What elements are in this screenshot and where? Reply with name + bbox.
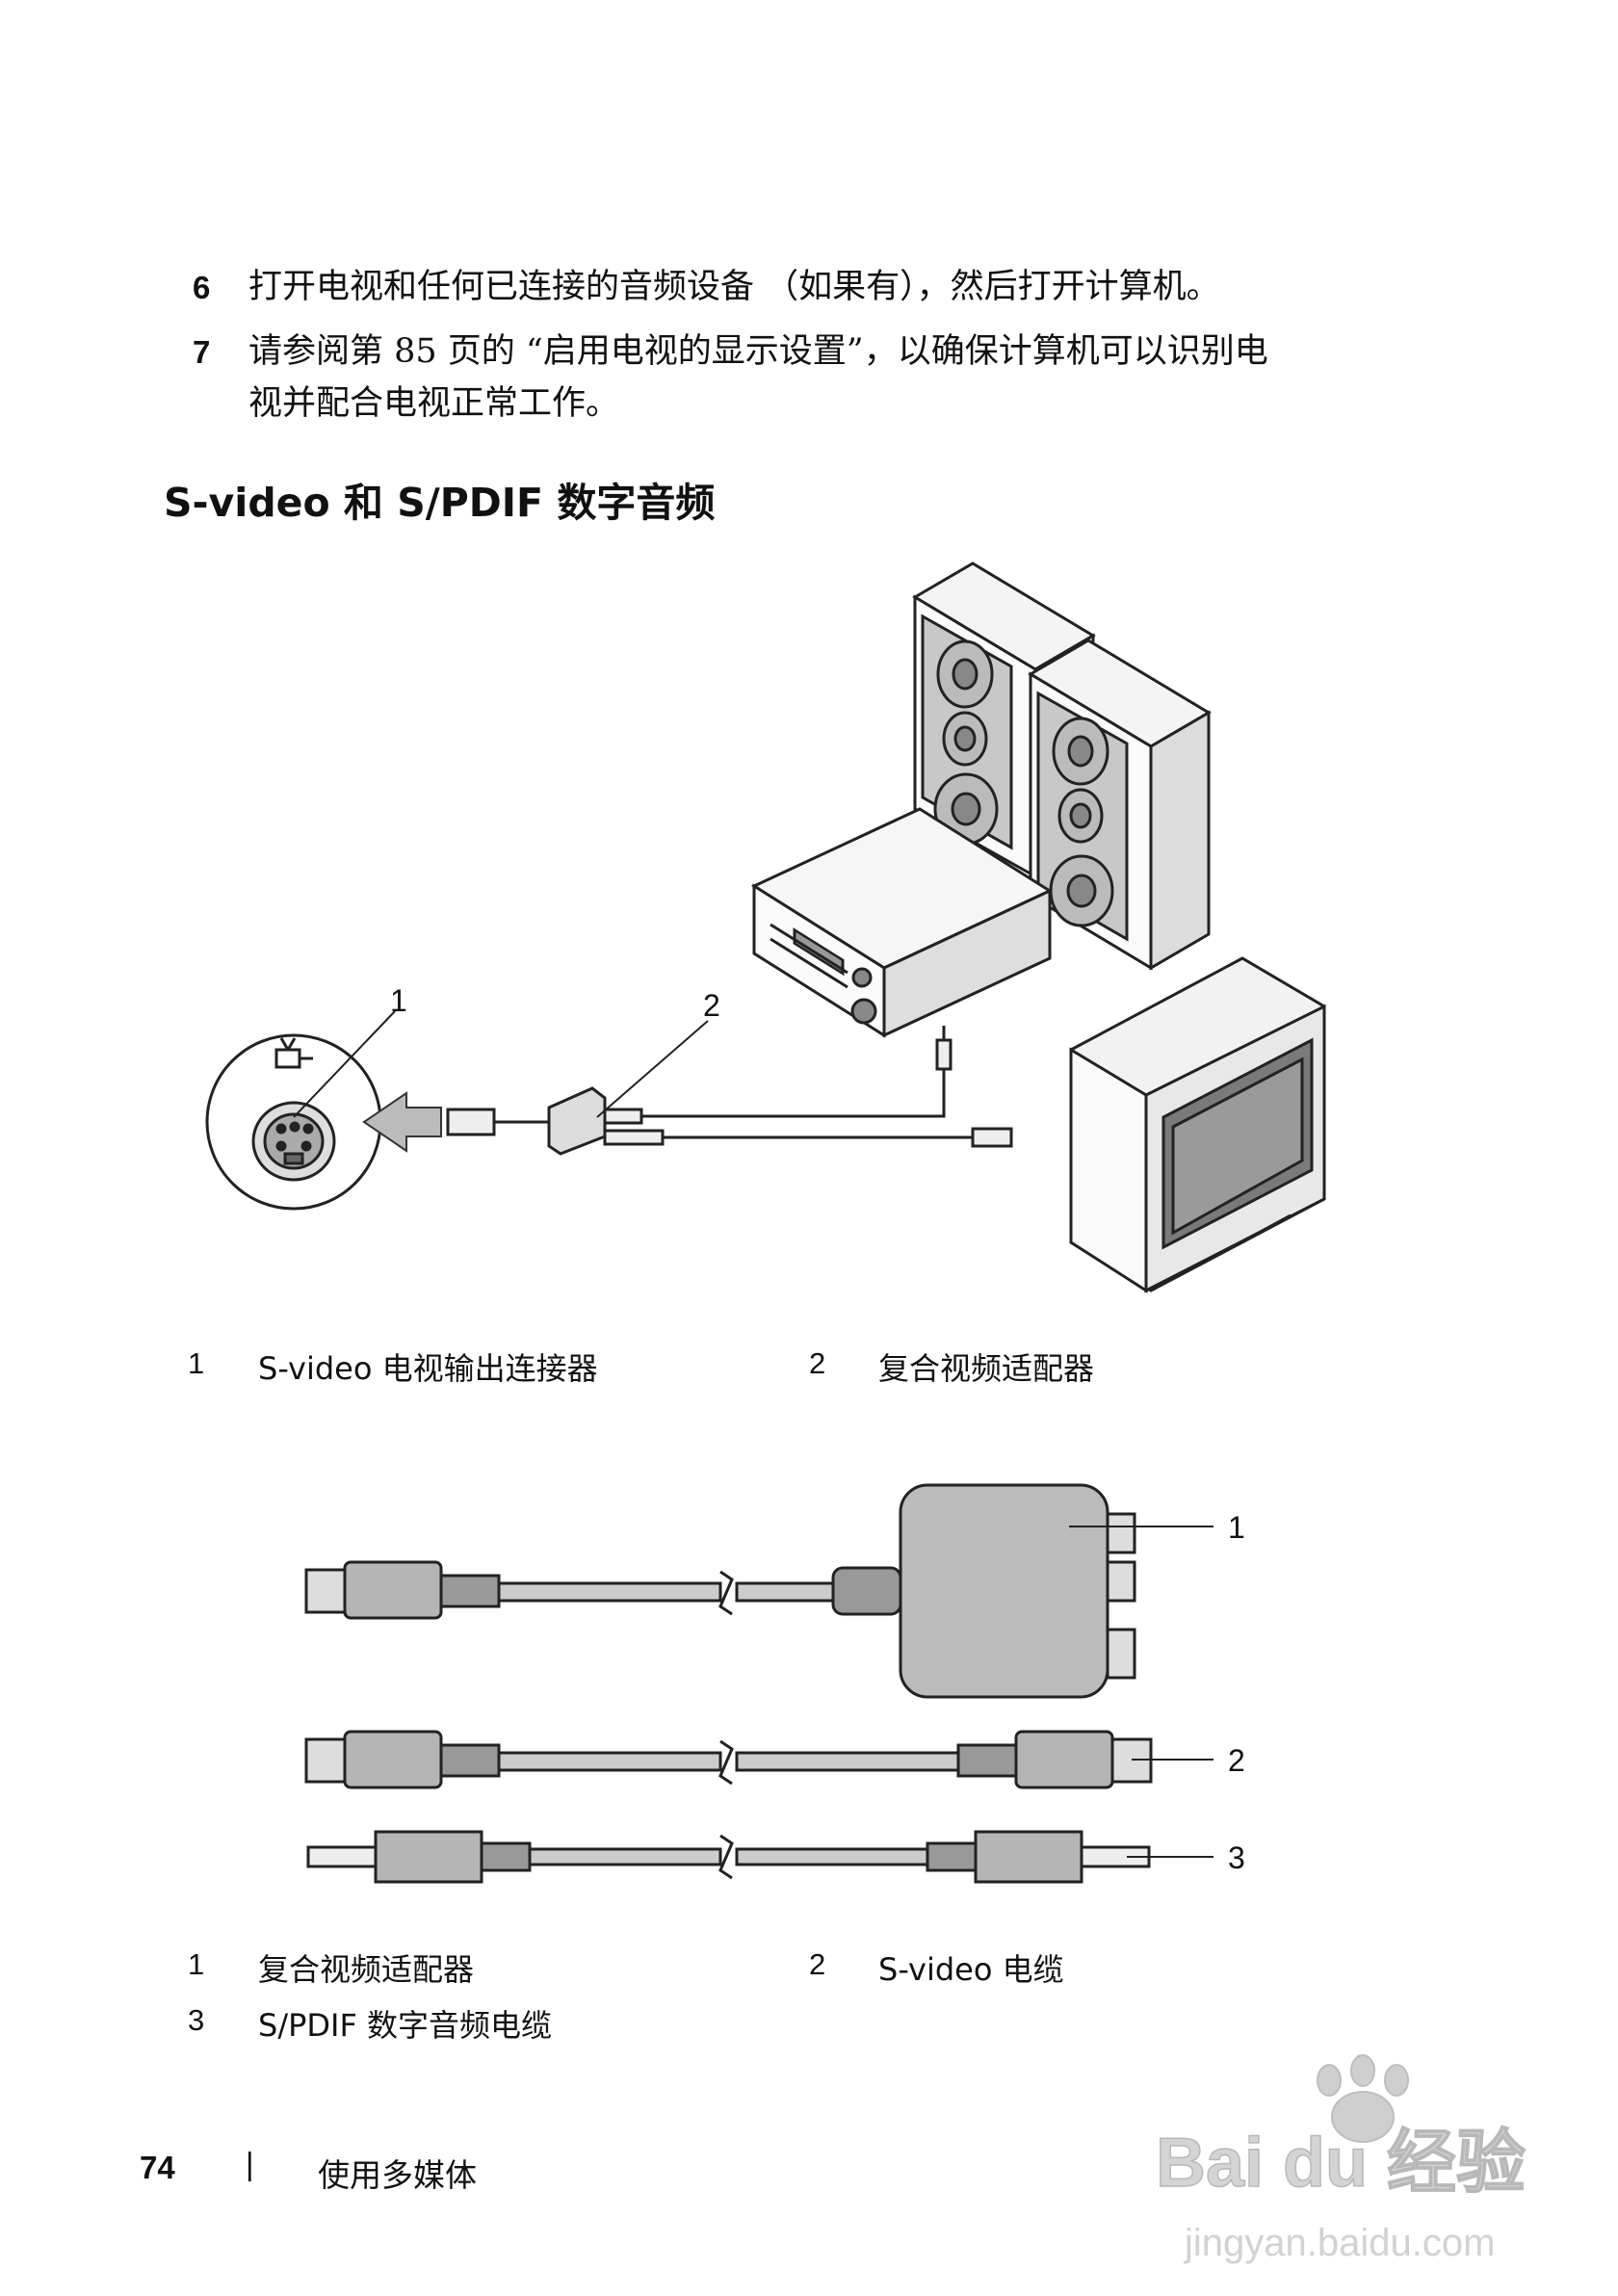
step-text: 打开电视和任何已连接的音频设备 （如果有），然后打开计算机。 [248,268,1220,306]
arrow-icon [362,1091,442,1153]
watermark-url: jingyan.baidu.com [1184,2222,1495,2264]
legend-number: 2 [809,1346,826,1380]
legend-number: 3 [188,2003,205,2037]
composite-adapter-icon [547,1086,607,1156]
footer-separator: | [246,2146,254,2181]
legend-number: 2 [809,1947,826,1981]
connection-diagram: 1 2 [205,561,1326,1293]
video-plug-icon [971,1127,1013,1148]
legend-text: S-video 电缆 [878,1951,1064,1988]
section-heading: S-video 和 S/PDIF 数字音频 [164,480,716,526]
callout-1: 1 [1228,1510,1245,1545]
legend-text: 复合视频适配器 [258,1951,475,1988]
baidu-watermark-logo: Bai du 经验 jingyan.baidu.com [1155,2054,1527,2264]
chapter-title: 使用多媒体 [318,2156,477,2194]
cables-diagram: 1 2 3 [304,1483,1245,1884]
step-number: 7 [193,334,211,370]
s-video-plug-icon [446,1108,496,1136]
adapter-cable-icon [304,1483,1136,1699]
step-text-line-2: 视并配合电视正常工作。 [248,384,620,423]
callout-1: 1 [390,983,407,1018]
television-icon [1069,956,1326,1293]
s-video-cable-icon [304,1730,1153,1789]
legend-number: 1 [188,1346,205,1380]
spdif-cable-icon [306,1830,1151,1884]
tv-out-icon [274,1037,313,1069]
watermark-logo-text: Bai du 经验 [1156,2125,1526,2202]
callout-2: 2 [1228,1743,1245,1778]
callout-2: 2 [703,988,720,1023]
callout-3: 3 [1228,1840,1245,1875]
page-number: 74 [140,2150,175,2185]
legend-text: 复合视频适配器 [878,1350,1095,1387]
s-video-port-icon [205,1033,382,1211]
legend-text: S-video 电视输出连接器 [258,1350,598,1387]
legend-text: S/PDIF 数字音频电缆 [258,2007,553,2044]
audio-plug-icon [935,1038,953,1071]
stereo-receiver-icon [750,807,1054,1038]
step-text-line-1: 请参阅第 85 页的 “启用电视的显示设置”，以确保计算机可以识别电 [248,332,1268,371]
speaker-right-icon [1028,639,1212,971]
legend-number: 1 [188,1947,205,1981]
step-number: 6 [193,270,211,305]
